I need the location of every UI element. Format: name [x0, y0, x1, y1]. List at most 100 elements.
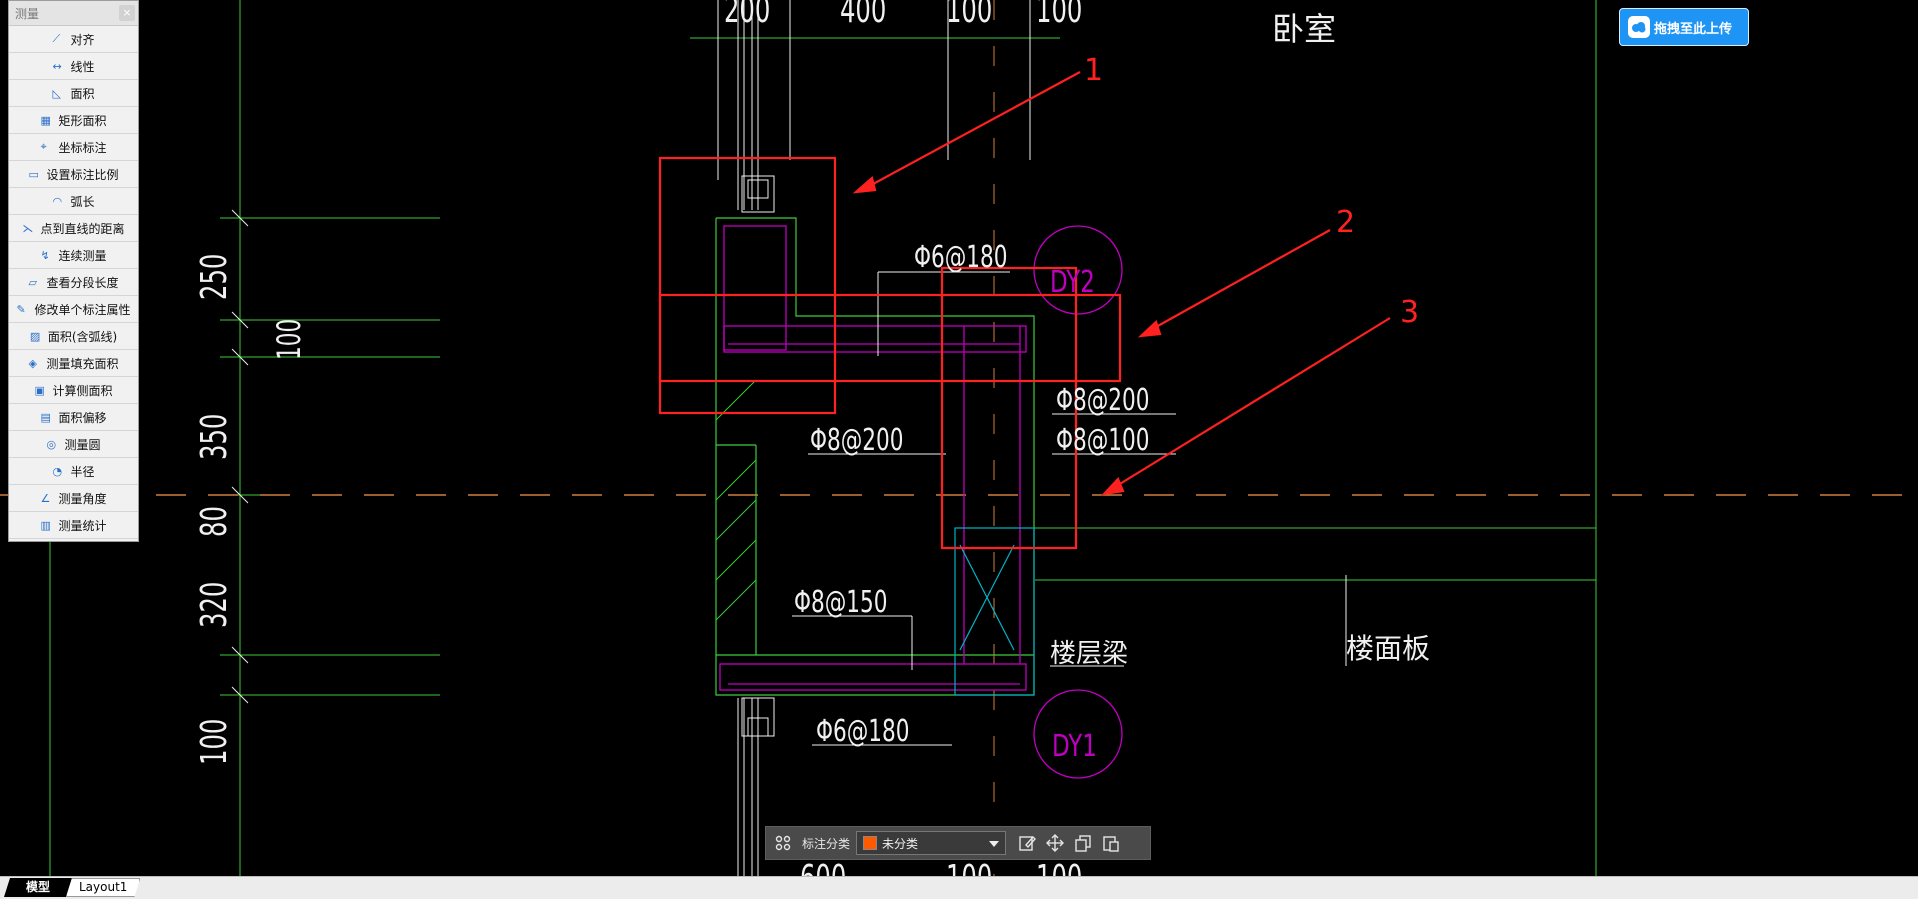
- measure-tool-label: 矩形面积: [58, 113, 107, 128]
- measure-tool-rect-area[interactable]: ▦ 矩形面积: [9, 107, 138, 134]
- measure-tool-label: 测量填充面积: [46, 356, 119, 371]
- paste-icon[interactable]: [1100, 832, 1122, 854]
- window-frame: [717, 0, 1031, 876]
- tag-dy2-circle: [1033, 225, 1123, 315]
- edit-icon[interactable]: [1016, 832, 1038, 854]
- dimension-text: 200 400 100 100 600 100 100 250 100 350 …: [192, 0, 1082, 898]
- measure-tool-angle[interactable]: ∠ 测量角度: [9, 485, 138, 512]
- rebar-label-r2: Φ8@100: [1056, 423, 1149, 457]
- rebar-label-mid: Φ8@150: [794, 585, 887, 619]
- statistics-icon: ▥: [40, 518, 51, 532]
- measure-tool-continuous-measure[interactable]: ↯ 连续测量: [9, 242, 138, 269]
- annotation-toolbar: 标注分类 未分类: [765, 826, 1151, 860]
- measure-tool-label: 测量统计: [58, 518, 107, 533]
- measure-tool-statistics[interactable]: ▥ 测量统计: [9, 512, 138, 539]
- measure-tool-coordinate[interactable]: ⌖ 坐标标注: [9, 134, 138, 161]
- measure-tool-area[interactable]: ◺ 面积: [9, 80, 138, 107]
- fill-area-icon: ◈: [28, 356, 37, 370]
- measure-tool-label: 计算侧面积: [52, 383, 113, 398]
- top-dim-2: 400: [840, 0, 886, 31]
- measure-tool-scale[interactable]: ▭设置标注比例: [9, 161, 138, 188]
- layout-tab-bar: 模型 Layout1: [0, 876, 1918, 899]
- measure-tool-radius[interactable]: ◔半径: [9, 458, 138, 485]
- measure-tool-label: 弧长: [70, 194, 95, 209]
- area-icon: ◺: [52, 86, 61, 100]
- measure-tool-linear-measure[interactable]: ↔线性: [9, 53, 138, 80]
- rebar-labels: 卧室 Φ6@180 Φ8@200 Φ8@100 Φ8@200 Φ8@150 Φ6…: [794, 10, 1430, 749]
- measure-panel-header[interactable]: 测量 ×: [9, 1, 138, 26]
- arc-area-icon: ▨: [29, 329, 41, 343]
- close-icon[interactable]: ×: [119, 5, 135, 21]
- measure-tool-fill-area[interactable]: ◈ 测量填充面积: [9, 350, 138, 377]
- rebar-label-bottom: Φ6@180: [816, 714, 909, 748]
- measure-tool-label: 点到直线的距离: [40, 221, 125, 236]
- top-dim-3: 100: [946, 0, 992, 31]
- room-label: 卧室: [1272, 10, 1336, 48]
- rect-area-icon: ▦: [40, 113, 51, 127]
- left-dimension-ticks: [231, 209, 249, 704]
- continuous-measure-icon: ↯: [40, 248, 50, 262]
- highlight-boxes: [658, 156, 1122, 550]
- left-dim-6: 100: [192, 719, 235, 765]
- measure-tool-label: 设置标注比例: [46, 167, 119, 182]
- side-area-icon: ▣: [34, 383, 45, 397]
- beam-label: 楼层梁: [1050, 639, 1128, 669]
- tag-labels: DY2 DY1: [1050, 264, 1097, 764]
- measure-tool-label: 连续测量: [58, 248, 107, 263]
- rebar-label-r1: Φ8@200: [1056, 383, 1149, 417]
- tag-dy1-circle: [1033, 689, 1123, 779]
- measure-tool-side-area[interactable]: ▣ 计算侧面积: [9, 377, 138, 404]
- measure-tool-align-measure[interactable]: ⟋对齐: [9, 26, 138, 53]
- slab-label: 楼面板: [1346, 632, 1430, 665]
- left-dim-5: 320: [192, 582, 235, 628]
- copy-icon[interactable]: [1072, 832, 1094, 854]
- measure-tool-label: 修改单个标注属性: [34, 302, 131, 317]
- tab-model[interactable]: 模型: [4, 878, 72, 897]
- circle-measure-icon: ◎: [46, 437, 57, 451]
- chevron-down-icon: [989, 841, 1000, 847]
- leader-lines: [792, 271, 1347, 746]
- tag-dy1-label: DY1: [1052, 728, 1097, 764]
- upload-button[interactable]: 拖拽至此上传: [1619, 8, 1749, 46]
- measure-tool-arc-length[interactable]: ◠弧长: [9, 188, 138, 215]
- measure-tool-arc-area[interactable]: ▨ 面积(含弧线): [9, 323, 138, 350]
- edit-annotation-icon: ✎: [16, 302, 26, 316]
- structure-outline: [715, 217, 1035, 696]
- annotation-category-value: 未分类: [882, 836, 919, 851]
- callout-1: 1: [1084, 53, 1103, 88]
- wall-hatch: [715, 379, 757, 621]
- grid-apps-icon[interactable]: [772, 832, 794, 854]
- cloud-upload-icon: [1628, 16, 1650, 38]
- measure-tool-area-offset[interactable]: ▤ 面积偏移: [9, 404, 138, 431]
- measure-tool-label: 对齐: [70, 32, 95, 47]
- measure-tool-circle-measure[interactable]: ◎ 测量圆: [9, 431, 138, 458]
- tab-layout1[interactable]: Layout1: [66, 878, 140, 897]
- measure-tool-label: 测量圆: [64, 437, 101, 452]
- measure-tool-label: 坐标标注: [58, 140, 107, 155]
- top-dim-4: 100: [1036, 0, 1082, 31]
- move-icon[interactable]: [1044, 832, 1066, 854]
- angle-icon: ∠: [40, 491, 51, 505]
- coordinate-icon: ⌖: [40, 140, 47, 153]
- area-offset-icon: ▤: [40, 410, 51, 424]
- left-dim-2: 100: [271, 319, 308, 360]
- measure-tool-label: 面积: [70, 86, 95, 101]
- measure-tool-label: 测量角度: [58, 491, 107, 506]
- left-dim-3: 350: [192, 414, 235, 460]
- measure-tool-label: 面积(含弧线): [47, 329, 118, 344]
- measure-tool-segment-length[interactable]: ▱查看分段长度: [9, 269, 138, 296]
- measure-tool-edit-annotation[interactable]: ✎ 修改单个标注属性: [9, 296, 138, 323]
- beam-section: [954, 527, 1035, 696]
- annotation-category-select[interactable]: 未分类: [856, 831, 1007, 855]
- measure-tool-point-line-distance[interactable]: ⋋ 点到直线的距离: [9, 215, 138, 242]
- measure-tool-list: ⟋对齐↔线性 ◺ 面积 ▦ 矩形面积 ⌖ 坐标标注 ▭设置标注比例◠弧长 ⋋ 点到直线的距离 ↯ 连续…: [9, 26, 138, 539]
- rebar-lines: [719, 225, 1027, 691]
- left-dim-4: 80: [192, 506, 235, 537]
- rebar-label-left: Φ8@200: [810, 423, 903, 457]
- measure-panel-title: 测量: [15, 7, 40, 21]
- annotation-category-label: 标注分类: [802, 836, 851, 851]
- callout-numbers: 1 2 3: [1084, 53, 1419, 330]
- point-line-distance-icon: ⋋: [22, 221, 34, 235]
- measure-tool-label: 面积偏移: [58, 410, 107, 425]
